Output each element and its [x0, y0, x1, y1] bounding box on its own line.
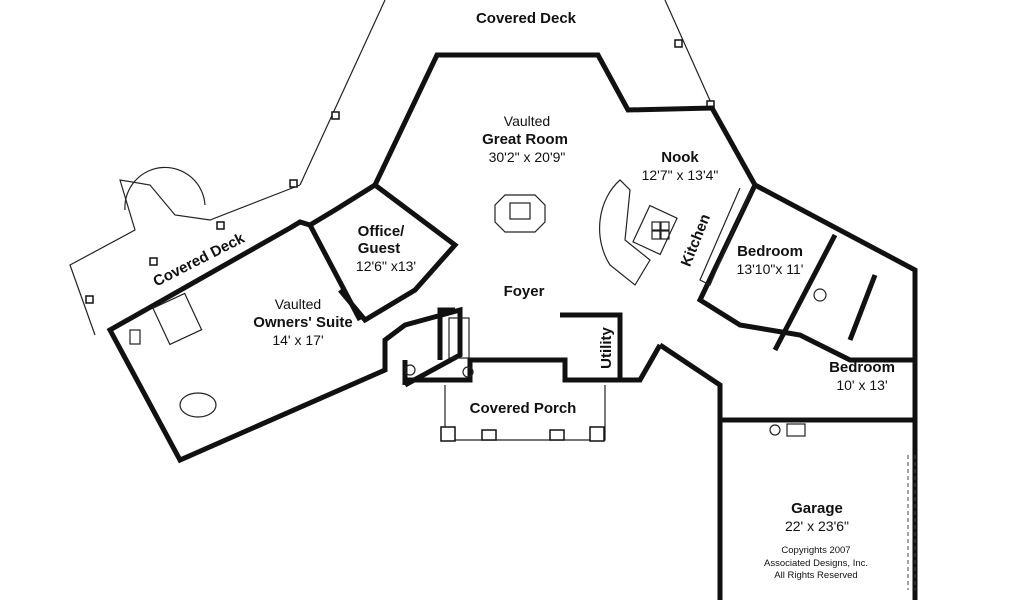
label-office-2: Guest	[358, 240, 401, 257]
label-owners-suite: Owners' Suite	[253, 314, 352, 331]
great-room-table	[494, 194, 546, 233]
label-nook-size: 12'7" x 13'4"	[642, 167, 719, 183]
copyright-line-2: Associated Designs, Inc.	[764, 558, 868, 569]
label-nook: Nook	[661, 149, 699, 166]
label-bedroom-2-size: 10' x 13'	[836, 377, 887, 393]
deck-outline	[69, 0, 713, 336]
label-owners-size: 14' x 17'	[272, 332, 323, 348]
label-covered-porch: Covered Porch	[470, 400, 577, 417]
label-office-1: Office/	[358, 223, 406, 240]
label-utility: Utility	[598, 327, 615, 369]
label-owners-prefix: Vaulted	[275, 296, 321, 312]
label-great-room-size: 30'2" x 20'9"	[489, 149, 566, 165]
label-bedroom-1-size: 13'10"x 11'	[737, 261, 804, 277]
label-covered-deck-top: Covered Deck	[476, 10, 577, 27]
label-bedroom-2: Bedroom	[829, 359, 895, 376]
kitchen-counters	[599, 179, 751, 286]
copyright-line-1: Copyrights 2007	[781, 545, 850, 556]
porch	[440, 385, 606, 442]
label-great-room: Great Room	[482, 131, 568, 148]
label-foyer: Foyer	[504, 283, 545, 300]
copyright-line-3: All Rights Reserved	[774, 570, 857, 581]
label-garage: Garage	[791, 500, 843, 517]
label-garage-size: 22' x 23'6"	[785, 518, 849, 534]
walls	[106, 52, 918, 600]
bath-fixtures	[129, 288, 827, 437]
label-bedroom-1: Bedroom	[737, 243, 803, 260]
deck-posts	[85, 39, 715, 304]
label-office-size: 12'6" x13'	[356, 258, 416, 274]
label-great-room-prefix: Vaulted	[504, 113, 550, 129]
